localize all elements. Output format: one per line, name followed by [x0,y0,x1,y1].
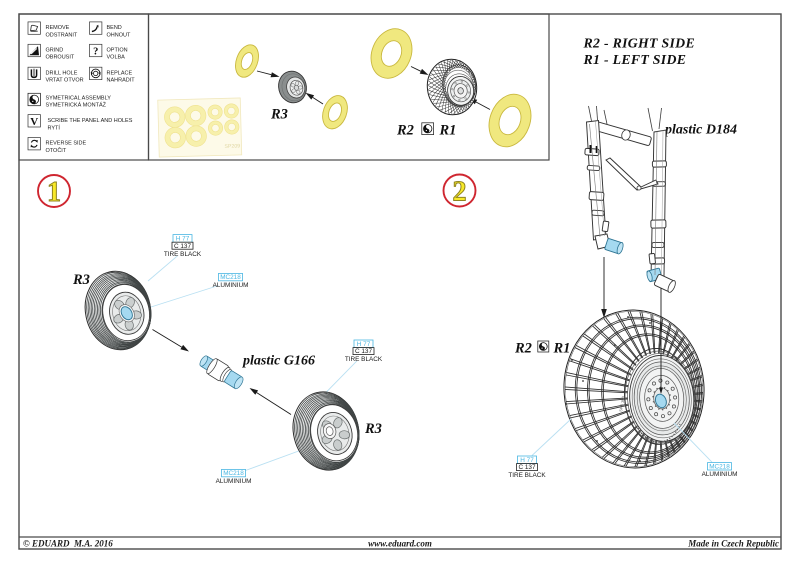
svg-text:R3: R3 [72,272,90,288]
svg-text:OTOČIT: OTOČIT [46,147,67,154]
svg-text:R1: R1 [439,123,457,139]
svg-text:H 77: H 77 [357,341,371,348]
svg-text:R1: R1 [553,341,571,357]
svg-text:R3: R3 [364,421,382,437]
svg-text:Made in Czech Republic: Made in Czech Republic [687,539,779,549]
svg-text:BEND: BEND [107,25,122,31]
svg-text:SCRIBE THE PANEL AND HOLES: SCRIBE THE PANEL AND HOLES [48,118,133,124]
svg-text:H 77: H 77 [520,457,534,464]
svg-text:VOLBA: VOLBA [107,55,126,61]
svg-text:ALUMINIUM: ALUMINIUM [213,282,249,289]
svg-text:ODSTRANIT: ODSTRANIT [46,32,78,38]
svg-text:plastic D184: plastic D184 [664,123,737,138]
svg-text:SP209: SP209 [224,143,240,149]
svg-text:SYMETRICKÁ MONTÁŽ: SYMETRICKÁ MONTÁŽ [46,101,107,109]
svg-text:REMOVE: REMOVE [46,25,70,31]
svg-text:OHNOUT: OHNOUT [107,32,131,38]
svg-text:R2: R2 [514,341,532,357]
svg-text:?: ? [93,46,98,57]
svg-text:R1 - LEFT SIDE: R1 - LEFT SIDE [583,52,687,67]
svg-text:TIRE BLACK: TIRE BLACK [508,472,546,479]
svg-text:R2 - RIGHT SIDE: R2 - RIGHT SIDE [583,36,695,51]
svg-text:C 137: C 137 [518,464,535,471]
svg-text:NAHRADIT: NAHRADIT [107,78,136,84]
svg-text:ALUMINIUM: ALUMINIUM [702,471,738,478]
svg-text:DRILL HOLE: DRILL HOLE [46,70,78,76]
svg-text:MC218: MC218 [220,274,241,281]
svg-text:ALUMINIUM: ALUMINIUM [216,478,252,485]
svg-text:R3: R3 [270,107,288,123]
svg-text:RYTÍ: RYTÍ [48,125,61,132]
svg-text:REPLACE: REPLACE [107,70,133,76]
svg-text:MC218: MC218 [223,470,244,477]
svg-text:VRTAT OTVOR: VRTAT OTVOR [46,78,84,84]
svg-text:1: 1 [47,177,61,208]
svg-text:REVERSE SIDE: REVERSE SIDE [46,141,87,147]
svg-text:OPTION: OPTION [107,48,128,54]
svg-text:R2: R2 [396,123,414,139]
svg-text:GRIND: GRIND [46,48,64,54]
svg-text:plastic G166: plastic G166 [242,354,315,369]
svg-text:MC218: MC218 [709,463,730,470]
svg-text:H 77: H 77 [176,236,190,243]
svg-text:SYMETRICAL ASSEMBLY: SYMETRICAL ASSEMBLY [46,96,112,102]
svg-text:© EDUARD M.A. 2016: © EDUARD M.A. 2016 [23,539,113,549]
svg-text:TIRE BLACK: TIRE BLACK [164,251,202,258]
svg-text:V: V [30,116,38,128]
svg-text:OBROUSIT: OBROUSIT [46,55,75,61]
svg-text:2: 2 [453,177,467,208]
svg-text:www.eduard.com: www.eduard.com [368,539,432,549]
svg-text:C 137: C 137 [355,348,372,355]
svg-text:C 137: C 137 [174,243,191,250]
svg-text:TIRE BLACK: TIRE BLACK [345,356,383,363]
svg-text:SFD 300: SFD 300 [618,395,626,412]
